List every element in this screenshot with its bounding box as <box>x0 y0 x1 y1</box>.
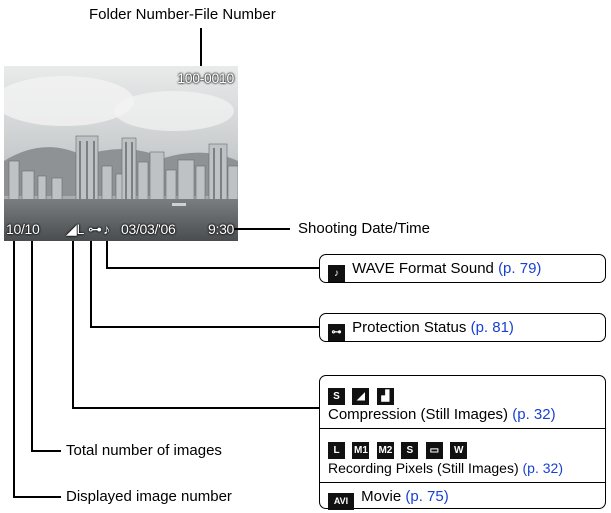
quality-pixels-indicator: ◢L <box>66 221 84 237</box>
recording-pixels-section: L M1 M2 S ▭ W Recording Pixels (Still Im… <box>320 428 605 483</box>
movie-page-ref[interactable]: (p. 75) <box>405 488 449 505</box>
pixels-small-icon: S <box>401 442 419 459</box>
wave-format-box: ♪ WAVE Format Sound (p. 79) <box>319 254 606 283</box>
total-images-connector-v <box>31 241 33 451</box>
movie-label: Movie <box>361 488 402 505</box>
image-settings-box: S ◢ ▟ Compression (Still Images) (p. 32)… <box>319 375 606 510</box>
protection-icon: ⊶ <box>88 221 102 237</box>
pixels-postcard-icon: ▭ <box>425 442 443 459</box>
displayed-image-connector-h <box>13 496 61 498</box>
recording-page-ref[interactable]: (p. 32) <box>522 460 563 476</box>
folder-file-connector <box>200 28 202 72</box>
sound-icon: ♪ <box>328 265 345 282</box>
compression-fine-icon: ◢ <box>352 388 370 405</box>
movie-section: AVI Movie (p. 75) <box>328 488 449 510</box>
compression-section: S ◢ ▟ Compression (Still Images) (p. 32) <box>320 376 605 429</box>
wave-connector-v <box>106 241 108 268</box>
compression-superfine-icon: S <box>328 388 345 405</box>
total-images-label: Total number of images <box>66 442 222 459</box>
cityscape-photo <box>4 66 238 241</box>
image-index: 10/10 <box>6 221 40 237</box>
protection-label: Protection Status <box>352 319 467 336</box>
playback-screen: 100-0010 10/10 ◢L ⊶ ♪ 03/03/'06 9:30 <box>4 66 238 241</box>
folder-file-number: 100-0010 <box>177 70 234 86</box>
wave-page-ref[interactable]: (p. 79) <box>498 260 542 277</box>
pixels-large-icon: L <box>328 442 345 459</box>
folder-file-label: Folder Number-File Number <box>89 6 276 23</box>
compression-page-ref[interactable]: (p. 32) <box>512 406 556 423</box>
protection-connector-v <box>90 241 92 327</box>
compression-connector-h <box>72 407 320 409</box>
compression-connector-v <box>72 241 74 408</box>
shooting-datetime-label: Shooting Date/Time <box>298 220 431 237</box>
movie-icon: AVI <box>328 493 354 510</box>
datetime-connector <box>234 228 290 230</box>
compression-label: Compression (Still Images) <box>328 406 509 423</box>
shooting-date: 03/03/'06 <box>121 221 176 237</box>
protection-connector-h <box>90 326 320 328</box>
shooting-time: 9:30 <box>208 221 235 237</box>
protection-box: ⊶ Protection Status (p. 81) <box>319 313 606 342</box>
recording-pixels-label: Recording Pixels (Still Images) <box>328 460 519 476</box>
displayed-image-label: Displayed image number <box>66 488 232 505</box>
sound-icon: ♪ <box>103 221 110 237</box>
pixels-medium1-icon: M1 <box>352 442 370 459</box>
displayed-image-connector-v <box>13 241 15 497</box>
pixels-widescreen-icon: W <box>450 442 468 459</box>
wave-connector-h <box>106 267 320 269</box>
protection-page-ref[interactable]: (p. 81) <box>470 319 514 336</box>
key-icon: ⊶ <box>328 324 345 341</box>
pixels-medium2-icon: M2 <box>376 442 394 459</box>
wave-label: WAVE Format Sound <box>352 260 494 277</box>
compression-normal-icon: ▟ <box>376 388 394 405</box>
total-images-connector-h <box>31 450 61 452</box>
